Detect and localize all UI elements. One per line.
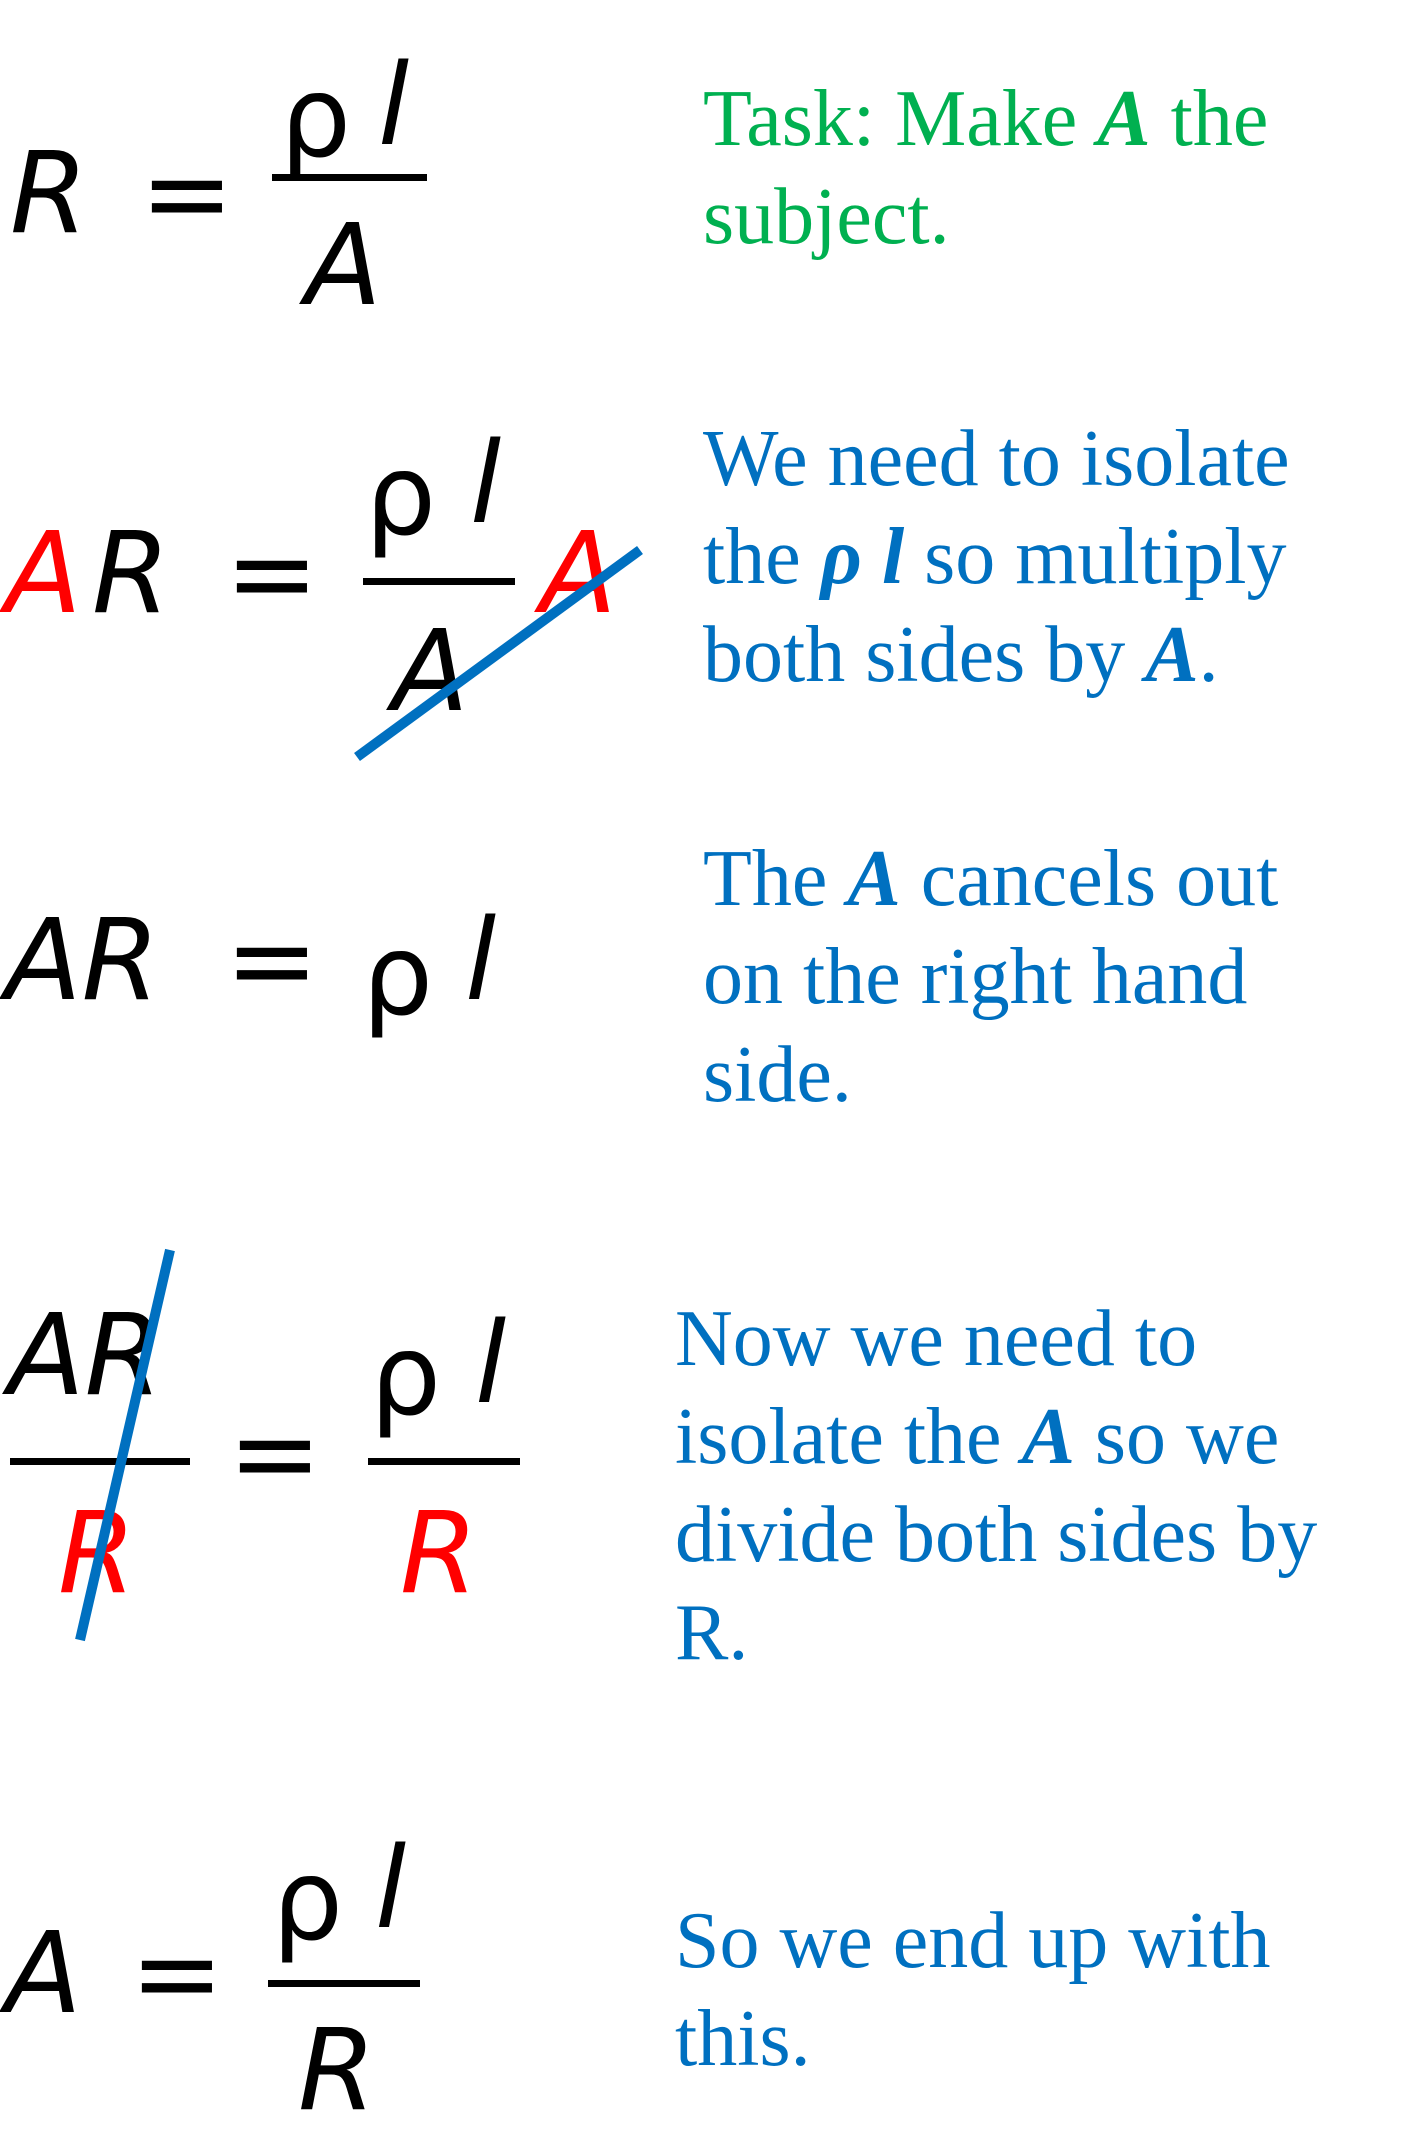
step5-equals: = — [130, 1909, 224, 2039]
step1-equals: = — [140, 129, 234, 259]
step5-den-R: R — [298, 2006, 376, 2136]
step4-left-num-AR: AR — [8, 1291, 163, 1421]
step5-note: So we end up with this. — [675, 1892, 1335, 2088]
step4-right-fraction-bar — [368, 1458, 520, 1465]
step2-num-rho: ρ — [365, 431, 437, 561]
step5-note-text: So we end up with this. — [675, 1897, 1271, 2083]
step1-note-emph: A — [1097, 75, 1151, 163]
step4-equals: = — [228, 1389, 322, 1519]
step2-note-p3: . — [1198, 611, 1219, 699]
step4-note: Now we need to isolate the A so we divid… — [675, 1290, 1365, 1682]
step5-lhs-A: A — [5, 1909, 82, 2039]
step4-note-p2: so we divide both sides by R. — [675, 1393, 1318, 1677]
step5-fraction-bar — [268, 1980, 420, 1987]
step4-right-den-red-R: R — [400, 1489, 478, 1619]
step2-lhs-red-A: A — [5, 509, 82, 639]
step2-lhs-R: R — [92, 509, 170, 639]
step2-note-emph2: A — [1145, 611, 1199, 699]
step4-left-fraction-bar — [10, 1458, 190, 1465]
step1-note-prefix: Task: Make — [703, 75, 1098, 163]
step3-note-emph: A — [847, 835, 901, 923]
step3-note-p1: The — [703, 835, 848, 923]
step1-num-rho: ρ — [280, 53, 352, 183]
step1-fraction-bar — [272, 174, 427, 181]
step3-note-p2: cancels out on the right hand side. — [703, 835, 1279, 1119]
step4-note-p1: Now we need to isolate the — [675, 1295, 1198, 1481]
step1-note: Task: Make A the subject. — [703, 70, 1343, 266]
step3-note: The A cancels out on the right hand side… — [703, 830, 1343, 1124]
step4-num-l: l — [475, 1299, 507, 1429]
step1-lhs-R: R — [10, 129, 88, 259]
step4-note-emph: A — [1021, 1393, 1075, 1481]
step3-rho: ρ — [362, 911, 434, 1041]
step4-left-den-red-R: R — [58, 1489, 136, 1619]
step2-fraction-bar — [363, 578, 515, 585]
step2-num-l: l — [470, 419, 502, 549]
step4-num-rho: ρ — [370, 1311, 442, 1441]
step3-l: l — [465, 896, 497, 1026]
step5-num-rho: ρ — [272, 1836, 344, 1966]
step2-note-p2: so multiply both sides by — [703, 513, 1287, 699]
step2-note: We need to isolate the ρ l so multiply b… — [703, 410, 1383, 704]
step1-num-l: l — [378, 41, 410, 171]
step2-mult-red-A: A — [540, 509, 617, 639]
step1-den-A: A — [305, 201, 382, 331]
step2-note-p1: We need to isolate the — [703, 415, 1290, 601]
step3-equals: = — [225, 896, 319, 1026]
step1-note-suffix: the subject. — [703, 75, 1269, 261]
step2-den-A: A — [392, 607, 469, 737]
step2-equals: = — [225, 509, 319, 639]
step3-lhs-AR: AR — [5, 896, 160, 1026]
step5-num-l: l — [375, 1824, 407, 1954]
step2-note-emph1: ρ l — [820, 513, 905, 601]
